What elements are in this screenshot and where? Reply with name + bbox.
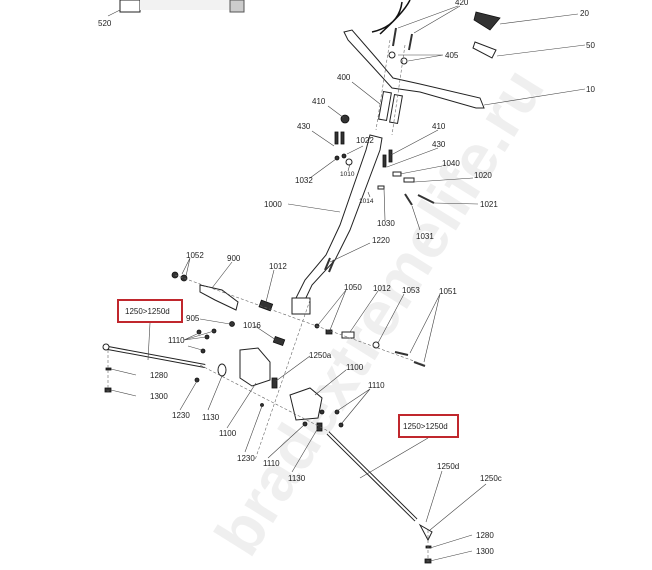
bolts-420 <box>388 27 413 65</box>
callout: 1016 <box>243 321 261 330</box>
part-520 <box>119 0 245 13</box>
callout-labels: 520 420 20 405 50 10 400 410 430 1022 41… <box>98 0 595 556</box>
callout: 410 <box>312 97 326 106</box>
callout: 1020 <box>474 171 492 180</box>
callout: 1012 <box>373 284 391 293</box>
callout: 1050 <box>344 283 362 292</box>
grip-20 <box>473 11 501 31</box>
callout: 430 <box>297 122 311 131</box>
leader-lines <box>107 5 586 562</box>
callout: 430 <box>432 140 446 149</box>
callout: 50 <box>586 41 595 50</box>
callout: 520 <box>98 19 112 28</box>
callout: 1300 <box>476 547 494 556</box>
watermark: bradextremelife.ru <box>201 56 558 568</box>
callout: 1130 <box>288 474 306 483</box>
callout: 905 <box>186 314 200 323</box>
callout: 1100 <box>346 363 364 372</box>
callout: 1022 <box>356 136 374 145</box>
callout: 1250c <box>480 474 502 483</box>
callout: 20 <box>580 9 589 18</box>
callout: 1230 <box>172 411 190 420</box>
callout: 400 <box>337 73 351 82</box>
callout: 1110 <box>168 336 185 345</box>
callout: 1300 <box>150 392 168 401</box>
callout: 1250a <box>309 351 332 360</box>
callout: 1130 <box>202 413 220 422</box>
callout: 1100 <box>219 429 237 438</box>
callout: 1053 <box>402 286 420 295</box>
cable <box>371 0 411 35</box>
callout-highlighted: 1250>1250d <box>125 307 170 316</box>
grip-50 <box>472 41 497 59</box>
callout: 1052 <box>186 251 204 260</box>
callout: 1280 <box>150 371 168 380</box>
callout: 405 <box>445 51 459 60</box>
callout: 1250d <box>437 462 459 471</box>
callout-highlighted: 1250>1250d <box>403 422 448 431</box>
callout: 1040 <box>442 159 460 168</box>
callout: 1030 <box>377 219 395 228</box>
callout: 1031 <box>416 232 434 241</box>
callout: 1220 <box>372 236 390 245</box>
highlight-callout-left[interactable]: 1250>1250d <box>117 299 183 323</box>
callout: 420 <box>455 0 469 7</box>
callout: 1051 <box>439 287 457 296</box>
callout: 1110 <box>368 381 385 390</box>
callout: 1021 <box>480 200 498 209</box>
column-bracket <box>291 297 311 315</box>
callout: 10 <box>586 85 595 94</box>
callout: 1010 <box>340 171 355 178</box>
callout: 1012 <box>269 262 287 271</box>
callout: 410 <box>432 122 446 131</box>
handlebar <box>343 29 485 109</box>
callout: 1000 <box>264 200 282 209</box>
highlight-callout-right[interactable]: 1250>1250d <box>398 414 459 438</box>
callout: 900 <box>227 254 241 263</box>
callout: 1032 <box>295 176 313 185</box>
riser-clamp-400 <box>378 90 403 125</box>
callout: 1014 <box>359 198 374 205</box>
callout: 1280 <box>476 531 494 540</box>
callout: 1110 <box>263 459 280 468</box>
callout: 1230 <box>237 454 255 463</box>
